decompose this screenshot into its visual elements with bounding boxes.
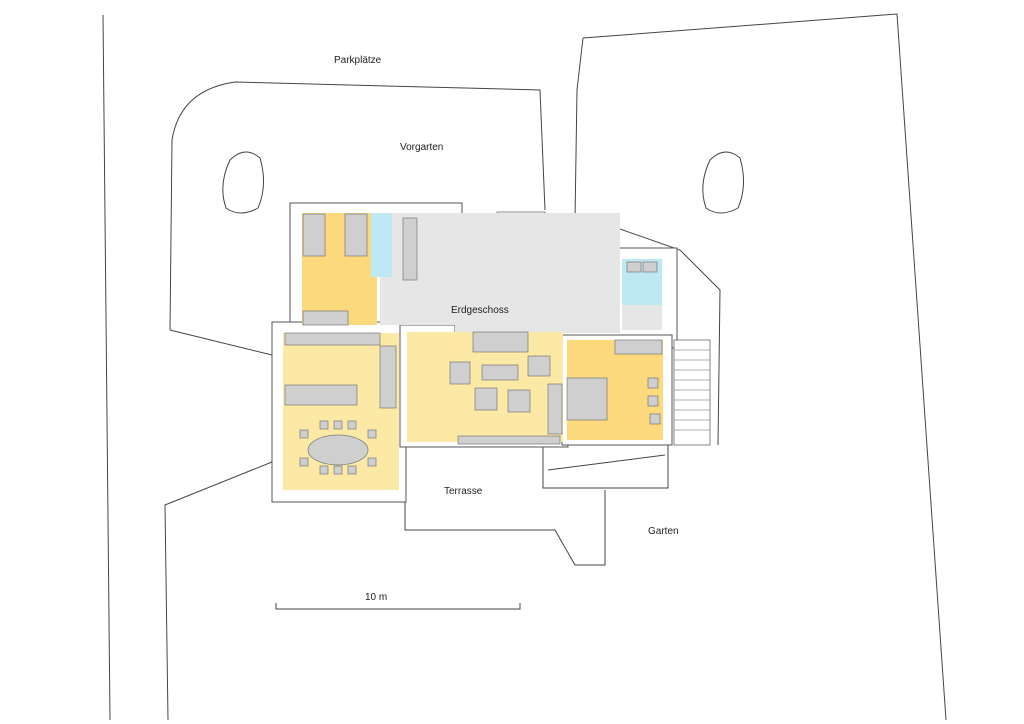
label-ground-floor: Erdgeschoss bbox=[451, 305, 509, 316]
scale-label: 10 m bbox=[365, 592, 387, 603]
bed-2 bbox=[566, 377, 608, 421]
tree-left bbox=[222, 151, 264, 214]
kitchen-counter bbox=[284, 332, 381, 346]
label-front-garden: Vorgarten bbox=[400, 142, 443, 153]
bed-1 bbox=[302, 213, 326, 257]
scale-bar: 10 m bbox=[275, 592, 521, 610]
stairs-garden bbox=[673, 339, 711, 446]
wardrobe bbox=[302, 310, 349, 326]
label-terrace: Terrasse bbox=[444, 486, 483, 497]
sofa bbox=[472, 331, 529, 353]
label-garden: Garten bbox=[648, 526, 679, 537]
furniture bbox=[284, 213, 663, 475]
kitchen-island bbox=[284, 384, 358, 406]
dining-table bbox=[307, 434, 369, 466]
wc bbox=[371, 213, 392, 277]
tree-right bbox=[702, 151, 744, 214]
label-parking: Parkplätze bbox=[334, 55, 382, 66]
